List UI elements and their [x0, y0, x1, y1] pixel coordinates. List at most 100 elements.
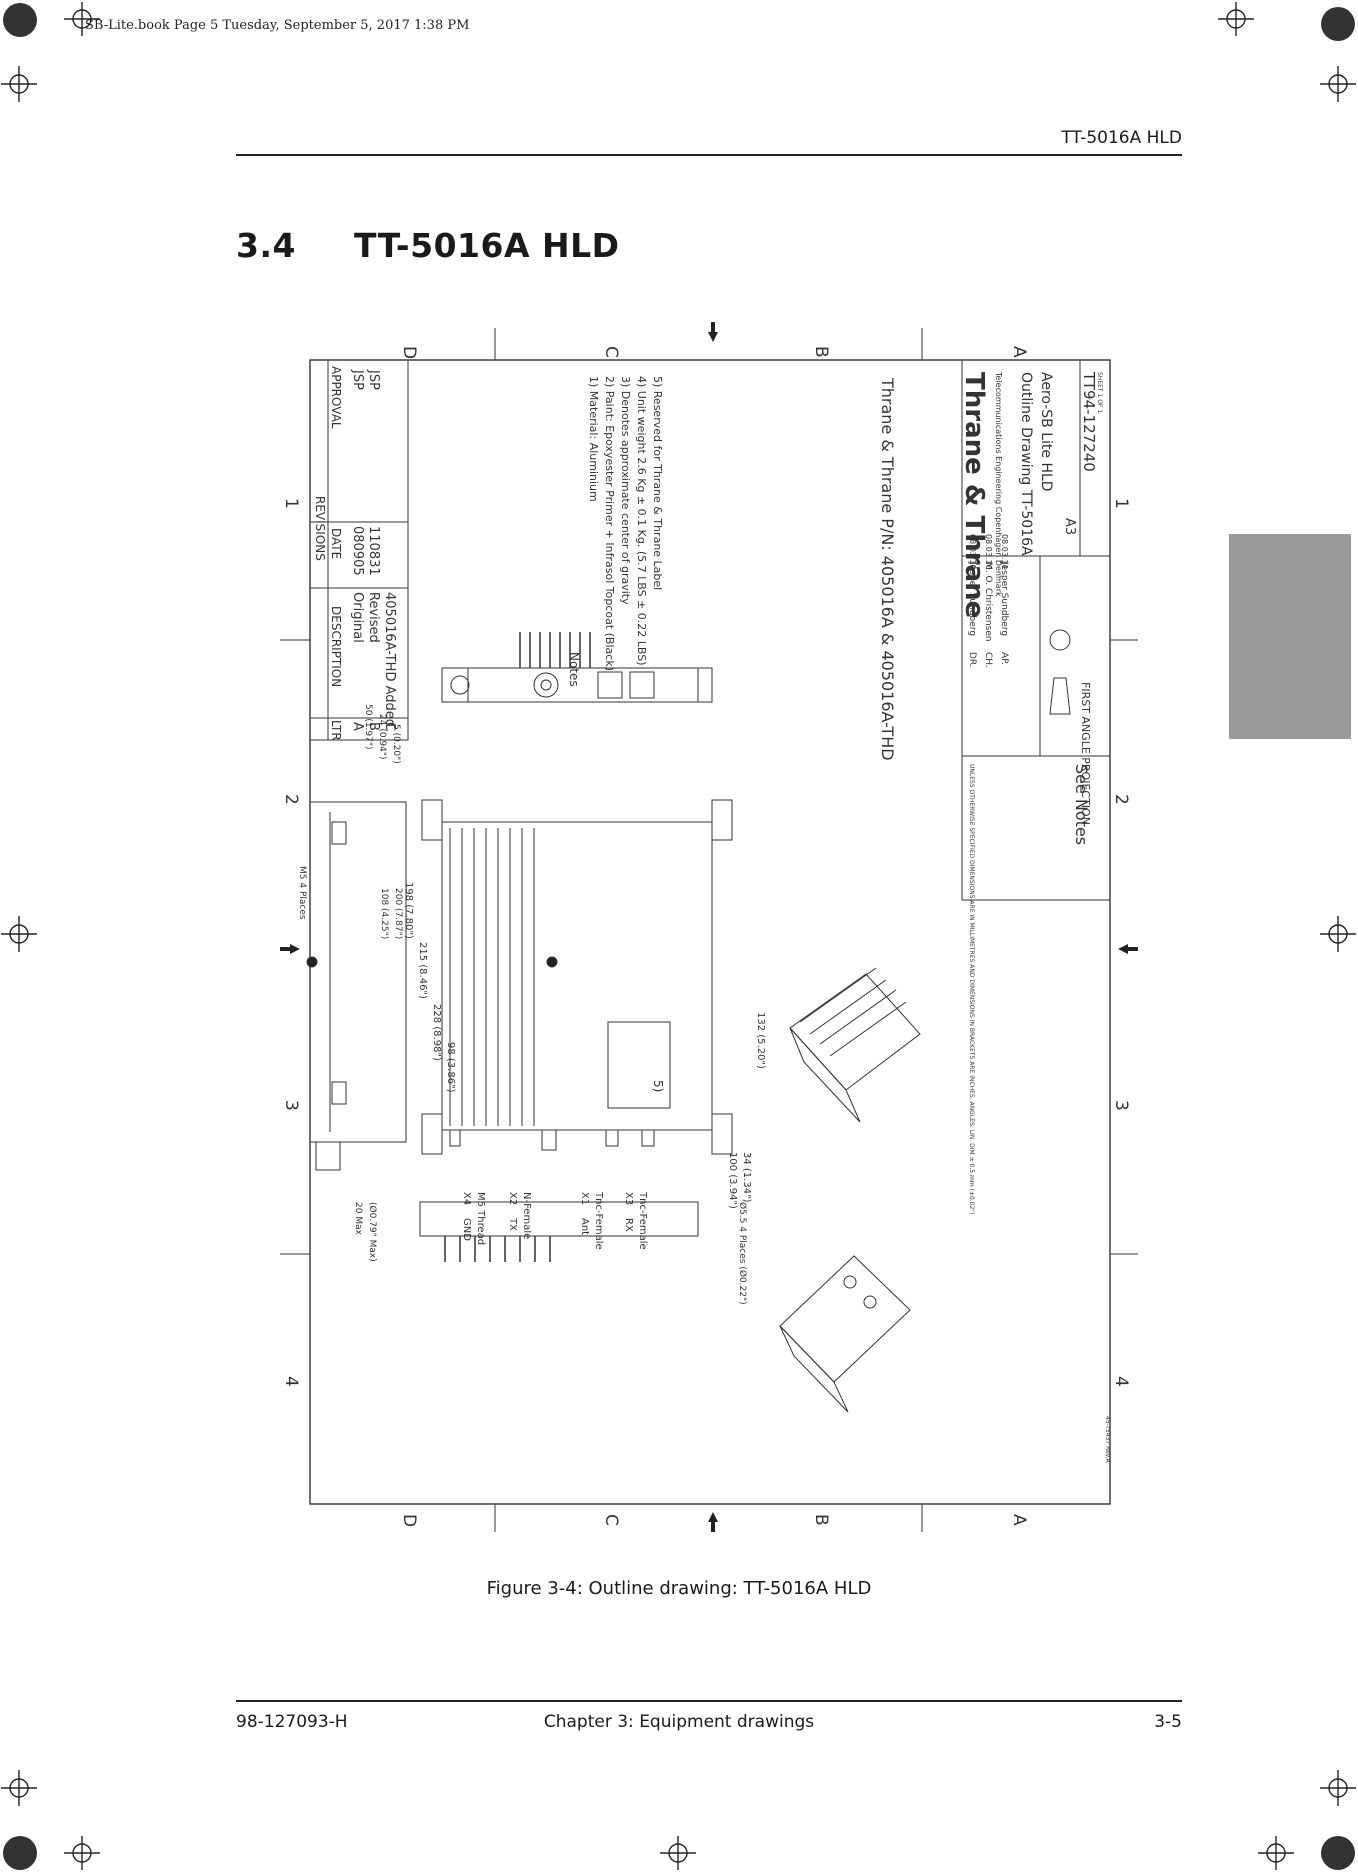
drawn-date: 08.03.10 — [968, 534, 977, 570]
grid-number: 4 — [1111, 1376, 1131, 1387]
grid-number: 4 — [281, 1376, 301, 1387]
crop-mark-icon — [64, 2, 100, 36]
revision-approval: JSP — [350, 369, 365, 390]
side-view — [306, 801, 407, 1171]
dimension-label: 20 Max — [353, 1202, 363, 1236]
grid-letter: A — [1009, 1514, 1029, 1526]
revision-date: 080905 — [350, 526, 365, 576]
connector-name: TX — [507, 1217, 518, 1231]
grid-number: 3 — [281, 1100, 301, 1111]
scale-value: See Notes — [1072, 764, 1091, 845]
approved-role: AP. — [999, 652, 1009, 665]
section-title: TT-5016A HLD — [354, 226, 620, 265]
running-header: TT-5016A HLD — [1061, 128, 1182, 148]
revisions-col-date: DATE — [329, 528, 343, 559]
dimension-label: Ø5.5 4 Places (Ø0.22") — [737, 1202, 748, 1305]
crop-mark-icon — [1320, 1770, 1356, 1806]
revision-description: Revised — [366, 592, 381, 643]
grid-letter: C — [601, 1514, 621, 1526]
revision-ltr: B — [366, 722, 381, 731]
dimension-label: 34 (1.34") — [741, 1152, 752, 1203]
connector-type: M5 Thread — [475, 1192, 486, 1245]
grid-letter: B — [811, 1514, 831, 1526]
dimension-label: 5 (0.20") — [391, 724, 401, 764]
dimension-label: M5 4 Places — [297, 866, 307, 920]
approved-date: 08.03.11 — [1000, 534, 1009, 570]
grid-letter: B — [811, 346, 831, 358]
crop-mark-icon — [1, 66, 37, 102]
connector-callouts: X4 GND M5 Thread X2 TX N-Female X1 Ant T… — [461, 1191, 648, 1250]
dimension-label: 228 (8.98") — [431, 1004, 442, 1061]
title-block: Thrane & Thrane Telecommunications Engin… — [959, 359, 1111, 1214]
checked-date: 08.03.10 — [984, 534, 993, 570]
connector-type: Tnc-Female — [593, 1191, 604, 1250]
grid-number: 1 — [281, 498, 301, 509]
outline-drawing: D C B A D C B A 1 2 3 4 1 2 3 4 REVISION… — [270, 322, 1146, 1532]
note-item: 4) Unit weight 2.6 Kg ± 0.1 Kg. (5.7 LBS… — [635, 376, 648, 666]
print-info: SB-Lite.book Page 5 Tuesday, September 5… — [85, 18, 470, 33]
grid-numbers-right: 1 2 3 4 — [1111, 498, 1131, 1387]
grid-numbers-left: 1 2 3 4 — [281, 498, 301, 1387]
projection-cone-icon — [1049, 677, 1071, 715]
drawn-role: DR. — [967, 652, 977, 668]
note-item: 5) Reserved for Thrane & Thrane Label — [651, 376, 664, 590]
grid-letters-bottom: D C B A — [399, 1514, 1029, 1527]
connector-name: RX — [623, 1218, 634, 1232]
header-rule — [236, 154, 1182, 156]
grid-letters-top: D C B A — [399, 346, 1029, 359]
footer-doc-number: 98-127093-H — [236, 1712, 348, 1732]
drawn-by: Jesper Sundberg — [967, 561, 977, 636]
approved-by: Jesper Sundberg — [999, 561, 1009, 636]
sheet-size: A3 — [1062, 518, 1077, 535]
note-item: 3) Denotes approximate center of gravity — [619, 376, 632, 605]
grid-letter: D — [399, 1514, 419, 1527]
dimension-label: 50 (1.97") — [363, 704, 373, 750]
footer-page-number: 3-5 — [1154, 1712, 1182, 1732]
revisions-col-approval: APPROVAL — [329, 366, 343, 429]
revision-date: 110831 — [366, 526, 381, 576]
grid-number: 3 — [1111, 1100, 1131, 1111]
company-name: Thrane & Thrane — [959, 372, 989, 618]
sheet-number: SHEET 1 OF 1 — [1096, 372, 1103, 413]
color-wheel-icon — [1321, 1836, 1355, 1870]
label-area-note: 5) — [651, 1080, 665, 1092]
dimension-label: 198 (7.80") — [403, 882, 414, 939]
bottom-view — [419, 1201, 699, 1262]
dimension-label: 215 (8.46") — [417, 942, 428, 999]
centering-arrows — [280, 322, 1138, 1532]
revisions-heading: REVISIONS — [313, 496, 327, 561]
connector-type: N-Female — [521, 1192, 532, 1239]
revisions-col-description: DESCRIPTION — [329, 606, 343, 687]
drawing-notes: Notes 1) Material: Aluminium 2) Paint: E… — [567, 376, 664, 687]
dimension-label: 108 (4.25") — [379, 888, 389, 939]
grid-number: 1 — [1111, 498, 1131, 509]
crop-mark-icon — [1, 916, 37, 952]
plan-view — [421, 799, 733, 1155]
note-item: 2) Paint: Epoxyester Primer + Infrasol T… — [603, 376, 616, 671]
color-wheel-icon — [1321, 7, 1355, 41]
rear-view — [441, 632, 713, 703]
grid-number: 2 — [1111, 794, 1131, 805]
connector-id: X3 — [623, 1192, 634, 1205]
note-item: 1) Material: Aluminium — [587, 376, 600, 502]
dimension-label: (Ø0.79" Max) — [367, 1202, 378, 1262]
crop-mark-icon — [64, 1836, 100, 1870]
projection-symbol-icon — [1049, 629, 1071, 651]
notes-heading: Notes — [567, 652, 581, 687]
drawing-reference: 45-T5437 Rev.A — [1104, 1416, 1111, 1464]
footer-rule — [236, 1700, 1182, 1702]
grid-number: 2 — [281, 794, 301, 805]
revision-ltr: C — [382, 722, 397, 731]
revisions-col-ltr: LTR — [329, 720, 343, 741]
drawing-number: TT94-127240 — [1080, 371, 1098, 472]
connector-name: GND — [461, 1218, 472, 1241]
crop-mark-icon — [1320, 66, 1356, 102]
outline-drawing-svg: D C B A D C B A 1 2 3 4 1 2 3 4 REVISION… — [280, 322, 1138, 1532]
crop-mark-icon — [1258, 1836, 1294, 1870]
connector-id: X4 — [461, 1192, 472, 1205]
footer-chapter: Chapter 3: Equipment drawings — [543, 1712, 815, 1732]
connector-name: Ant — [579, 1218, 590, 1235]
revisions-table: REVISIONS LTR DESCRIPTION DATE APPROVAL … — [309, 359, 409, 741]
connector-type: Tnc-Female — [637, 1191, 648, 1250]
